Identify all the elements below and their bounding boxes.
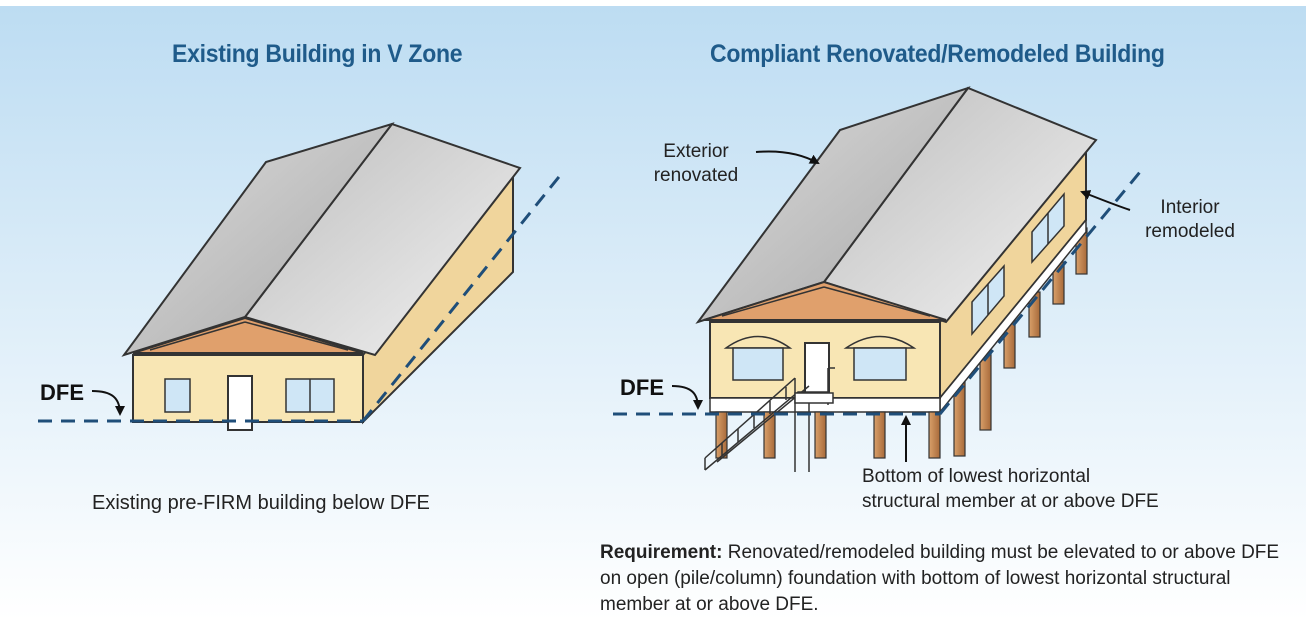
dfe-line-right bbox=[613, 171, 1142, 416]
exterior-line1: Exterior bbox=[663, 141, 729, 162]
window bbox=[164, 378, 191, 413]
top-border bbox=[0, 0, 1306, 6]
dfe-arrow-right bbox=[671, 385, 703, 410]
member-line1: Bottom of lowest horizontal bbox=[862, 466, 1091, 487]
interior-line1: Interior bbox=[1160, 197, 1220, 218]
gable-trim bbox=[149, 321, 246, 351]
gable-trim bbox=[721, 286, 825, 317]
lowest-member-label: Bottom of lowest horizontal structural m… bbox=[862, 464, 1159, 514]
compliant-building bbox=[695, 86, 1098, 472]
member-line2: structural member at or above DFE bbox=[862, 491, 1159, 512]
requirement-label: Requirement: bbox=[600, 542, 723, 563]
gable-trim bbox=[244, 321, 349, 351]
left-caption: Existing pre-FIRM building below DFE bbox=[92, 492, 430, 514]
requirement-text: Renovated/remodeled building must be ele… bbox=[600, 542, 1280, 615]
dfe-arrow-left bbox=[91, 390, 125, 416]
door bbox=[227, 375, 253, 431]
interior-remodeled-label: Interior remodeled bbox=[1130, 196, 1250, 244]
interior-line2: remodeled bbox=[1145, 221, 1235, 242]
exterior-arrow bbox=[755, 150, 820, 164]
right-panel-title: Compliant Renovated/Remodeled Building bbox=[710, 40, 1165, 68]
interior-arrow bbox=[1080, 190, 1131, 211]
window bbox=[853, 347, 907, 381]
stairs bbox=[704, 367, 835, 472]
exterior-renovated-label: Exterior renovated bbox=[640, 140, 752, 188]
exterior-line2: renovated bbox=[653, 165, 739, 186]
gable-trim bbox=[823, 286, 931, 317]
gable bbox=[132, 316, 364, 354]
window-arch bbox=[723, 335, 793, 349]
door bbox=[804, 342, 830, 394]
existing-building bbox=[121, 122, 522, 431]
left-panel-title: Existing Building in V Zone bbox=[172, 40, 463, 68]
gable bbox=[703, 280, 947, 321]
dfe-label-left: DFE bbox=[40, 380, 84, 405]
window-arch bbox=[843, 335, 917, 349]
dfe-label-right: DFE bbox=[620, 375, 664, 400]
requirement-note: Requirement: Renovated/remodeled buildin… bbox=[600, 540, 1290, 618]
dfe-line-left bbox=[38, 172, 564, 423]
window bbox=[732, 347, 784, 381]
